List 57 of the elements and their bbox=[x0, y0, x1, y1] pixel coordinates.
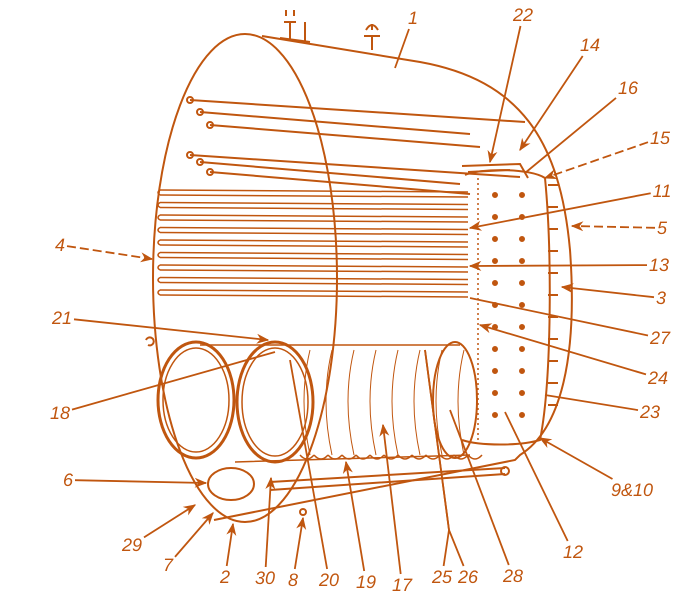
callout-number: 27 bbox=[650, 329, 670, 347]
leader-line bbox=[449, 410, 510, 566]
callout-number: 26 bbox=[458, 568, 478, 586]
leader-line bbox=[74, 318, 270, 344]
leader-line bbox=[538, 437, 613, 480]
leader-line bbox=[394, 28, 410, 68]
leader-line bbox=[226, 522, 236, 566]
leader-line bbox=[379, 424, 402, 574]
callout-number: 20 bbox=[318, 571, 340, 589]
leader-line bbox=[544, 394, 638, 411]
callout-number: 3 bbox=[656, 289, 666, 307]
callout-number: 9&10 bbox=[610, 481, 654, 499]
leader-line bbox=[570, 221, 656, 232]
leader-line bbox=[294, 516, 306, 570]
callout-number: 24 bbox=[648, 369, 668, 387]
leader-line bbox=[478, 323, 646, 376]
callout-number: 5 bbox=[657, 219, 667, 237]
leader-line bbox=[144, 504, 196, 538]
leader-line bbox=[342, 460, 366, 572]
callout-number: 14 bbox=[580, 36, 600, 54]
callout-number: 30 bbox=[254, 569, 276, 587]
callout-number: 12 bbox=[562, 543, 584, 561]
leader-line bbox=[504, 412, 568, 542]
leader-line bbox=[470, 297, 648, 336]
leader-line bbox=[524, 97, 617, 174]
leader-line bbox=[544, 141, 648, 180]
callout-number: 11 bbox=[652, 182, 672, 200]
callout-number: 22 bbox=[512, 6, 534, 24]
callout-number: 16 bbox=[618, 79, 638, 97]
callout-number: 7 bbox=[163, 556, 173, 574]
callout-number: 28 bbox=[502, 567, 524, 585]
leader-line bbox=[289, 360, 328, 570]
leader-line bbox=[264, 476, 276, 568]
leader-line bbox=[488, 26, 522, 164]
callout-number: 21 bbox=[52, 309, 72, 327]
leader-line bbox=[468, 260, 647, 271]
callout-number: 2 bbox=[220, 568, 230, 586]
callout-number: 8 bbox=[288, 571, 298, 589]
callout-number: 18 bbox=[50, 404, 70, 422]
leader-line bbox=[74, 478, 208, 488]
callout-number: 4 bbox=[55, 236, 65, 254]
callout-number: 13 bbox=[648, 256, 670, 274]
callout-number: 23 bbox=[640, 403, 660, 421]
leader-line bbox=[424, 350, 464, 566]
leader-line bbox=[66, 245, 154, 262]
leader-line bbox=[560, 283, 654, 298]
callout-number: 29 bbox=[122, 536, 142, 554]
callout-number: 1 bbox=[408, 9, 418, 27]
callout-number: 15 bbox=[650, 129, 670, 147]
leader-line bbox=[174, 512, 214, 558]
callout-number: 25 bbox=[432, 568, 452, 586]
callout-number: 17 bbox=[392, 576, 412, 594]
leader-line bbox=[519, 56, 584, 152]
callout-number: 6 bbox=[63, 471, 73, 489]
leader-line bbox=[72, 351, 276, 410]
callout-number: 19 bbox=[356, 573, 376, 591]
leader-line bbox=[468, 192, 651, 231]
